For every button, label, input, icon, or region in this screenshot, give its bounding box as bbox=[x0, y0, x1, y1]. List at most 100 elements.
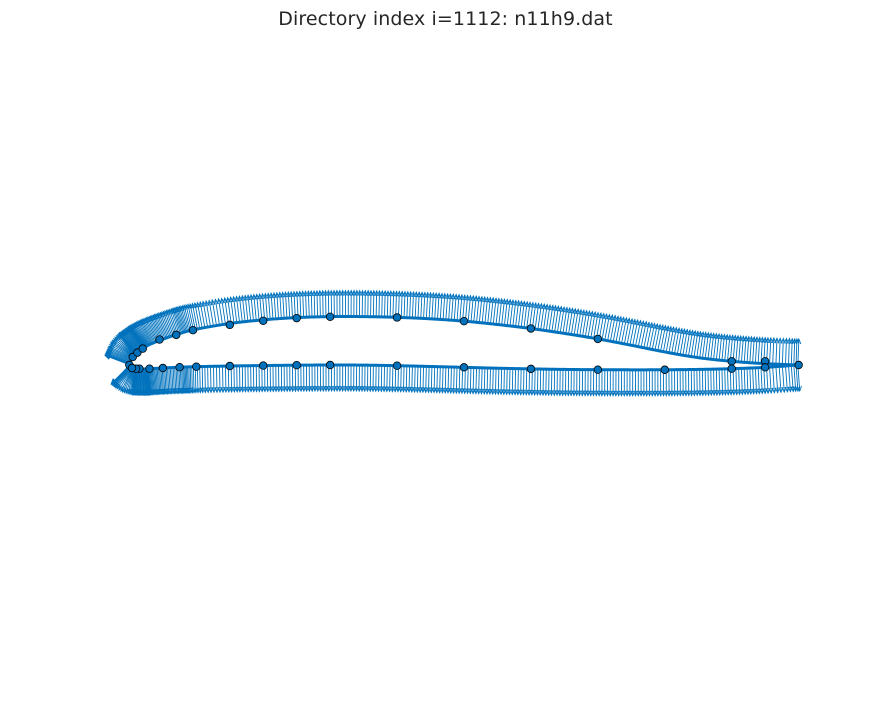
normal-arrow bbox=[381, 365, 387, 393]
normal-arrow bbox=[234, 295, 240, 323]
control-point-marker bbox=[292, 313, 301, 323]
normal-arrow bbox=[428, 366, 435, 394]
control-point-marker bbox=[175, 363, 184, 372]
normal-arrow bbox=[467, 367, 474, 395]
control-point-marker bbox=[225, 320, 234, 330]
normal-arrow bbox=[439, 366, 446, 394]
control-point-marker bbox=[155, 335, 164, 344]
normal-arrow bbox=[426, 366, 432, 394]
control-point-marker bbox=[127, 363, 137, 373]
control-point-marker bbox=[526, 364, 536, 374]
control-point-marker bbox=[158, 363, 168, 373]
normal-arrow bbox=[362, 365, 368, 393]
normal-arrow bbox=[348, 365, 354, 393]
control-point-marker bbox=[138, 344, 147, 353]
normal-arrow bbox=[340, 365, 346, 393]
normal-arrow bbox=[367, 365, 373, 393]
normal-arrow bbox=[403, 365, 409, 393]
normal-arrow bbox=[484, 367, 490, 396]
control-point-marker bbox=[192, 362, 201, 371]
normal-arrow bbox=[400, 365, 407, 393]
normal-arrow bbox=[323, 365, 329, 393]
normal-arrow bbox=[470, 367, 476, 395]
control-point-marker bbox=[259, 361, 268, 370]
control-point-marker bbox=[259, 316, 268, 326]
normal-arrow bbox=[509, 368, 515, 396]
control-point-marker bbox=[145, 364, 154, 373]
normal-arrow bbox=[243, 294, 249, 322]
control-point-marker bbox=[727, 364, 736, 373]
normal-arrow bbox=[501, 368, 507, 396]
control-point-marker bbox=[392, 313, 402, 322]
normal-arrow bbox=[481, 367, 487, 396]
normal-arrow bbox=[342, 365, 349, 393]
normal-arrow bbox=[490, 368, 496, 396]
normal-arrow bbox=[216, 297, 223, 325]
normal-arrow bbox=[398, 365, 404, 393]
normal-arrow bbox=[451, 367, 457, 395]
normal-arrow bbox=[219, 297, 226, 325]
normal-arrow bbox=[359, 365, 365, 393]
normal-arrow bbox=[387, 365, 393, 393]
normal-arrow bbox=[445, 366, 451, 395]
control-point-marker bbox=[593, 365, 603, 374]
control-point-marker bbox=[172, 330, 181, 340]
normal-arrow bbox=[532, 368, 538, 397]
normal-arrow bbox=[495, 368, 501, 396]
normal-vectors bbox=[104, 289, 802, 397]
normal-arrow bbox=[412, 366, 418, 394]
normal-arrow bbox=[518, 368, 524, 396]
normal-arrow bbox=[453, 367, 460, 395]
normal-arrow bbox=[417, 366, 423, 394]
normal-arrow bbox=[420, 366, 426, 394]
normal-arrow bbox=[423, 366, 429, 394]
normal-arrow bbox=[512, 368, 518, 396]
normal-arrow bbox=[515, 368, 521, 396]
control-point-marker bbox=[225, 361, 234, 371]
normal-arrow bbox=[796, 365, 802, 393]
control-point-marker bbox=[292, 361, 301, 370]
normal-arrow bbox=[523, 368, 529, 396]
normal-arrow bbox=[537, 369, 543, 397]
normal-arrow bbox=[437, 366, 443, 394]
normal-arrow bbox=[353, 365, 360, 393]
normal-arrow bbox=[414, 366, 421, 394]
control-point-marker bbox=[727, 357, 736, 366]
control-point-marker bbox=[593, 334, 603, 344]
normal-arrow bbox=[409, 366, 415, 394]
normal-arrow bbox=[448, 366, 454, 395]
chart-title: Directory index i=1112: n11h9.dat bbox=[278, 8, 613, 30]
normal-arrow bbox=[356, 365, 362, 393]
normal-arrow bbox=[473, 367, 479, 395]
normal-arrow bbox=[465, 367, 471, 395]
normal-arrow bbox=[222, 296, 229, 324]
normal-arrow bbox=[456, 367, 462, 395]
normal-arrow bbox=[364, 365, 371, 393]
control-point-marker bbox=[794, 360, 803, 370]
normal-arrow bbox=[434, 366, 440, 394]
normal-arrow bbox=[345, 365, 351, 393]
normal-arrow bbox=[213, 298, 220, 326]
normal-arrow bbox=[373, 365, 379, 393]
upper-surface-line bbox=[127, 315, 800, 367]
normal-arrow bbox=[476, 367, 482, 395]
normal-arrow bbox=[796, 337, 802, 365]
normal-arrow bbox=[197, 366, 203, 394]
control-point-marker bbox=[660, 365, 669, 374]
control-point-marker bbox=[760, 363, 770, 372]
normal-arrow bbox=[384, 365, 390, 393]
control-point-marker bbox=[188, 326, 198, 335]
normal-arrow bbox=[406, 365, 412, 394]
normal-arrow bbox=[237, 294, 243, 322]
normal-arrow bbox=[431, 366, 437, 394]
control-point-marker bbox=[459, 316, 469, 326]
normal-arrow bbox=[478, 367, 485, 395]
control-points bbox=[125, 312, 803, 374]
control-point-marker bbox=[392, 361, 402, 370]
control-point-marker bbox=[325, 360, 335, 370]
normal-arrow bbox=[442, 366, 448, 394]
normal-arrow bbox=[378, 365, 384, 393]
normal-arrow bbox=[240, 294, 246, 322]
